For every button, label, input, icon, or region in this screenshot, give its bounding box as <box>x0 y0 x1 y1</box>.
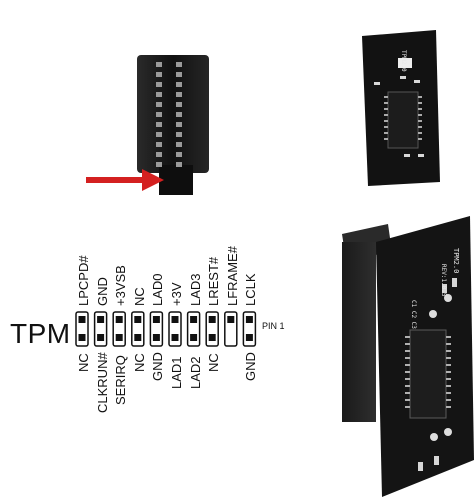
bottom-pin-label: LAD2 <box>187 356 203 389</box>
top-pin-label: +3V <box>169 282 184 307</box>
pin <box>134 316 142 323</box>
bottom-pin-label: CLKRUN# <box>94 352 110 414</box>
bottom-pin-label: NC <box>76 353 91 373</box>
header-pin <box>156 92 162 97</box>
header-pin <box>176 72 182 77</box>
header-pin <box>176 132 182 137</box>
bottom-pin-label: LAD1 <box>169 356 184 389</box>
pin <box>134 334 142 341</box>
top-pin-label: LCLK <box>243 273 259 306</box>
header-pin <box>156 82 162 87</box>
pin-pair-outline <box>75 311 89 347</box>
pin-pair-outline <box>242 311 257 347</box>
svg-text:TPM2.0: TPM2.0 <box>400 50 407 72</box>
pin <box>245 316 253 323</box>
header-pin <box>156 142 162 147</box>
pin <box>208 316 216 323</box>
pin-pair-outline <box>186 311 201 347</box>
header-pin <box>176 122 182 127</box>
header-pin <box>156 112 162 117</box>
header-pin <box>156 162 162 167</box>
pin-pair-outline <box>224 311 238 347</box>
header-pin <box>176 112 182 117</box>
bottom-pin-label: SERIRQ <box>113 355 129 406</box>
pin <box>152 334 160 341</box>
pinout-connector <box>72 308 267 352</box>
tpm-module-photo-small: TPM2.0 <box>340 22 460 192</box>
pin <box>245 334 253 341</box>
pin <box>115 316 123 323</box>
header-pin <box>156 152 162 157</box>
top-pin-label: +3VSB <box>113 265 129 306</box>
header-pin <box>156 132 162 137</box>
tpm-module-photo-large: TPM2.0 REV:1.0.5 C1 C2 C3 <box>330 212 474 497</box>
header-pin <box>176 142 182 147</box>
pin1-label: PIN 1 <box>262 321 285 331</box>
pin <box>78 334 86 341</box>
top-pin-label: LAD0 <box>150 273 166 306</box>
pin-pair-outline <box>131 311 145 347</box>
red-arrow-icon <box>86 168 166 192</box>
module-rev-silkscreen: REV:1.0.5 <box>440 264 447 297</box>
bottom-pin-label: GND <box>243 351 259 381</box>
pin <box>97 316 105 323</box>
pin-pair-outline <box>93 311 108 347</box>
bottom-pin-label: NC <box>131 353 147 373</box>
header-pin <box>156 62 162 67</box>
header-pin <box>176 82 182 87</box>
header-pin <box>176 162 182 167</box>
pin-pair-outline <box>112 311 126 347</box>
header-pin <box>176 62 182 67</box>
header-pin <box>156 122 162 127</box>
svg-text:C1 C2 C3: C1 C2 C3 <box>410 300 417 329</box>
top-pin-label: LAD3 <box>187 273 203 306</box>
header-pin <box>156 102 162 107</box>
top-pin-label: GND <box>94 277 110 306</box>
pin <box>115 334 123 341</box>
motherboard-header-photo <box>60 40 280 200</box>
pin <box>208 334 216 341</box>
top-pin-label: LFRAME# <box>224 246 240 306</box>
bottom-pin-label: GND <box>150 351 166 381</box>
pin <box>78 316 86 323</box>
tpm-title: TPM <box>10 318 71 349</box>
pin <box>171 316 179 323</box>
module-brand-silkscreen: TPM2.0 <box>452 248 460 273</box>
pin-pair-outline <box>168 311 182 347</box>
top-pin-label: LREST# <box>206 256 222 306</box>
top-pin-label: NC <box>131 287 147 306</box>
pin-pair-outline <box>149 311 164 347</box>
pin <box>190 334 198 341</box>
header-pin <box>176 152 182 157</box>
pin <box>152 316 160 323</box>
header-pin <box>176 102 182 107</box>
header-pin <box>176 92 182 97</box>
top-pin-label: LPCPD# <box>76 255 91 306</box>
pin <box>227 316 235 323</box>
pin <box>171 334 179 341</box>
header-pin <box>156 72 162 77</box>
pin <box>97 334 105 341</box>
pin <box>190 316 198 323</box>
bottom-pin-label: NC <box>206 353 222 373</box>
pin-pair-outline <box>205 311 219 347</box>
